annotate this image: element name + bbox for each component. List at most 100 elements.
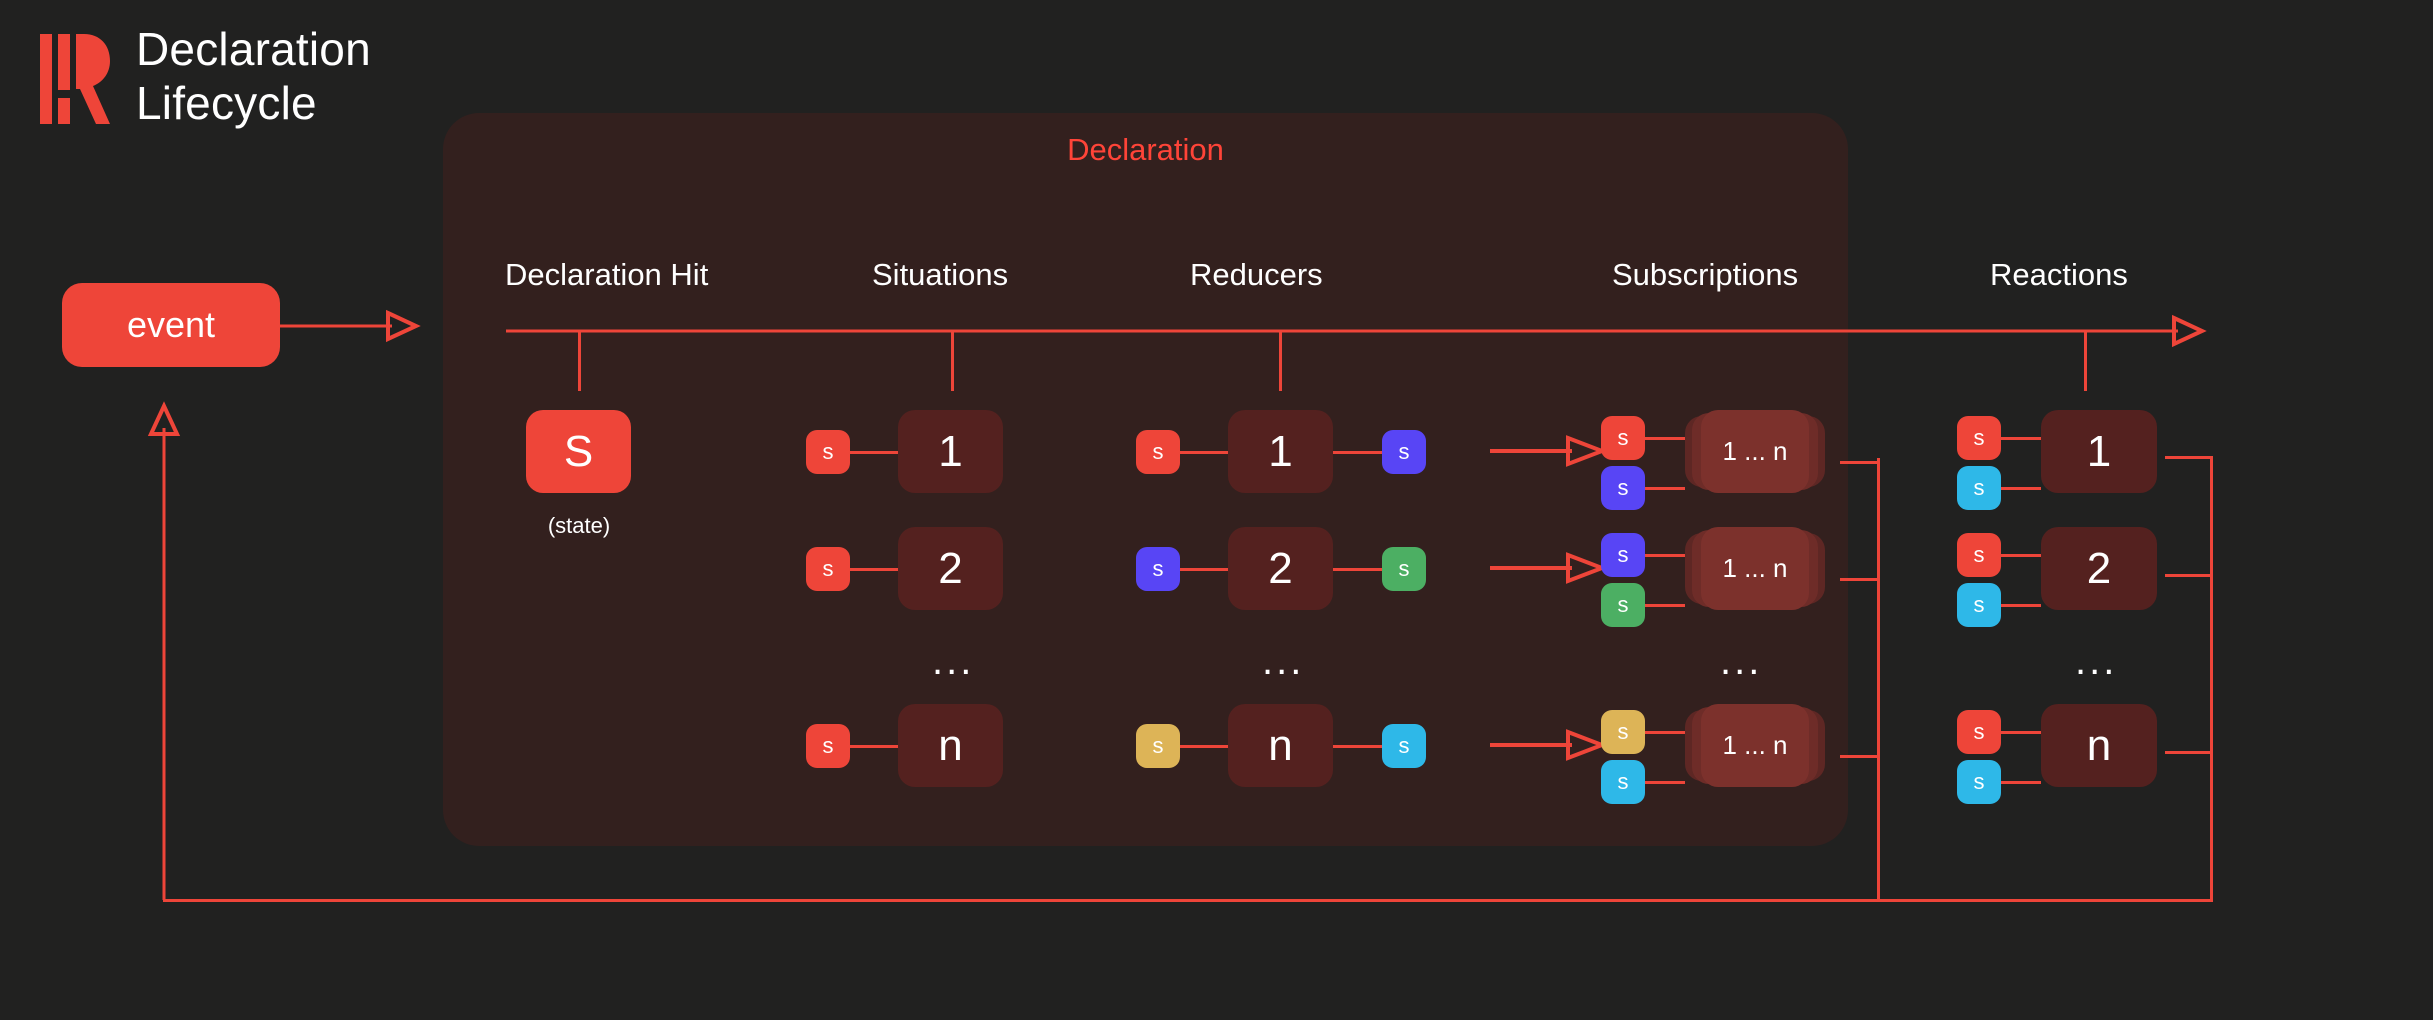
reducers-row-1-to-subscriptions-arrow <box>1490 435 1608 467</box>
chip-label: s <box>1617 592 1629 617</box>
chip-label: s <box>1973 425 1985 450</box>
event-node[interactable]: event <box>62 283 280 367</box>
node-label: n <box>938 720 963 770</box>
situations-row-n-node[interactable]: n <box>898 704 1003 787</box>
reducers-row-1-input-chip[interactable]: s <box>1136 430 1180 474</box>
event-label: event <box>126 304 216 345</box>
reducers-row-n-output-chip[interactable]: s <box>1382 724 1426 768</box>
chip-label: s <box>1617 425 1629 450</box>
subscriptions-row-n-wire-1 <box>1645 731 1685 734</box>
reactions-row-2-bus-wire <box>2165 574 2213 577</box>
reactions-row-1-bus-wire <box>2165 456 2213 459</box>
reducers-row-2-input-chip[interactable]: s <box>1136 547 1180 591</box>
reactions-row-n-chip-1[interactable]: s <box>1957 710 2001 754</box>
reactions-row-n-bus-wire <box>2165 751 2213 754</box>
reactions-row-n-node[interactable]: n <box>2041 704 2157 787</box>
chip-label: s <box>1152 733 1164 758</box>
situations-row-1-input-chip[interactable]: s <box>806 430 850 474</box>
situations-row-1-node[interactable]: 1 <box>898 410 1003 493</box>
feedback-loop-horizontal <box>163 899 2213 902</box>
node-label: 1 <box>1268 426 1293 476</box>
subscriptions-row-1-chip-1[interactable]: s <box>1601 416 1645 460</box>
reducers-row-n-to-subscriptions-arrow <box>1490 729 1608 761</box>
chip-label: s <box>1398 733 1410 758</box>
subscriptions-row-1-chip-2[interactable]: s <box>1601 466 1645 510</box>
chip-label: s <box>822 439 834 464</box>
reducers-row-2-node[interactable]: 2 <box>1228 527 1333 610</box>
reducers-row-1-output-chip[interactable]: s <box>1382 430 1426 474</box>
subscriptions-row-n-wire-2 <box>1645 781 1685 784</box>
node-label: 2 <box>2086 543 2112 593</box>
chip-label: s <box>1398 439 1410 464</box>
chip-label: s <box>1973 542 1985 567</box>
situations-row-2-node[interactable]: 2 <box>898 527 1003 610</box>
reactions-row-1-node[interactable]: 1 <box>2041 410 2157 493</box>
subscriptions-row-2-chip-2[interactable]: s <box>1601 583 1645 627</box>
node-label: 2 <box>1268 543 1293 593</box>
chip-label: s <box>1973 719 1985 744</box>
situations-row-1-input-wire <box>850 451 900 454</box>
node-label: 1 <box>938 426 963 476</box>
reducers-row-n-input-chip[interactable]: s <box>1136 724 1180 768</box>
reducers-row-1-node[interactable]: 1 <box>1228 410 1333 493</box>
node-label: 2 <box>938 543 963 593</box>
axis-tick-reducers <box>1279 331 1282 391</box>
subscriptions-row-2-wire-2 <box>1645 604 1685 607</box>
axis-tick-reactions <box>2084 331 2087 391</box>
lifecycle-timeline-axis <box>506 314 2207 348</box>
subscriptions-row-1-bus-wire <box>1840 461 1880 464</box>
column-header-situations: Situations <box>872 257 1009 292</box>
situations-row-n-input-chip[interactable]: s <box>806 724 850 768</box>
reactions-row-2-wire-2 <box>2001 604 2041 607</box>
subscriptions-ellipsis: ... <box>1720 639 1763 683</box>
reducers-row-n-node[interactable]: n <box>1228 704 1333 787</box>
subscriptions-row-2-wire-1 <box>1645 554 1685 557</box>
reactions-row-n-chip-2[interactable]: s <box>1957 760 2001 804</box>
declaration-panel-title: Declaration <box>1067 132 1224 167</box>
reducers-row-2-input-wire <box>1180 568 1230 571</box>
column-header-reducers: Reducers <box>1190 257 1323 292</box>
chip-label: s <box>1398 556 1410 581</box>
reactions-ellipsis: ... <box>2075 639 2118 683</box>
chip-label: s <box>822 556 834 581</box>
reactions-row-1-wire-2 <box>2001 487 2041 490</box>
chip-label: s <box>1152 556 1164 581</box>
reducers-row-1-input-wire <box>1180 451 1230 454</box>
subscriptions-row-2-chip-1[interactable]: s <box>1601 533 1645 577</box>
brand-block: Declaration Lifecycle <box>40 23 460 138</box>
subscriptions-row-1-stack[interactable]: 1 ... n <box>1685 410 1825 493</box>
subscriptions-row-1-wire-1 <box>1645 437 1685 440</box>
subscriptions-row-n-chip-2[interactable]: s <box>1601 760 1645 804</box>
reactions-feedback-bus-vertical <box>2210 456 2213 902</box>
reactions-row-2-chip-1[interactable]: s <box>1957 533 2001 577</box>
reactions-row-n-wire-2 <box>2001 781 2041 784</box>
reactions-row-n-wire-1 <box>2001 731 2041 734</box>
chip-label: s <box>1617 542 1629 567</box>
reducers-row-n-input-wire <box>1180 745 1230 748</box>
reducers-row-n-output-wire <box>1333 745 1383 748</box>
declaration-hit-state-node[interactable]: S <box>526 410 631 493</box>
chip-label: s <box>1617 475 1629 500</box>
reducers-ellipsis: ... <box>1262 639 1305 683</box>
subscriptions-row-n-stack[interactable]: 1 ... n <box>1685 704 1825 787</box>
chip-label: s <box>1617 769 1629 794</box>
rive-r-logo-icon <box>40 34 110 124</box>
subscriptions-row-1-label: 1 ... n <box>1722 436 1788 466</box>
reactions-row-2-chip-2[interactable]: s <box>1957 583 2001 627</box>
axis-tick-situations <box>951 331 954 391</box>
reducers-row-2-to-subscriptions-arrow <box>1490 552 1608 584</box>
reducers-row-2-output-chip[interactable]: s <box>1382 547 1426 591</box>
subscriptions-row-2-bus-wire <box>1840 578 1880 581</box>
situations-row-2-input-chip[interactable]: s <box>806 547 850 591</box>
subscriptions-row-2-stack[interactable]: 1 ... n <box>1685 527 1825 610</box>
axis-tick-declaration-hit <box>578 331 581 391</box>
chip-label: s <box>1973 769 1985 794</box>
reactions-row-2-node[interactable]: 2 <box>2041 527 2157 610</box>
subscriptions-row-n-chip-1[interactable]: s <box>1601 710 1645 754</box>
reactions-row-1-chip-2[interactable]: s <box>1957 466 2001 510</box>
node-label: n <box>2086 720 2112 770</box>
reactions-row-1-chip-1[interactable]: s <box>1957 416 2001 460</box>
situations-ellipsis: ... <box>932 639 975 683</box>
reducers-row-2-output-wire <box>1333 568 1383 571</box>
